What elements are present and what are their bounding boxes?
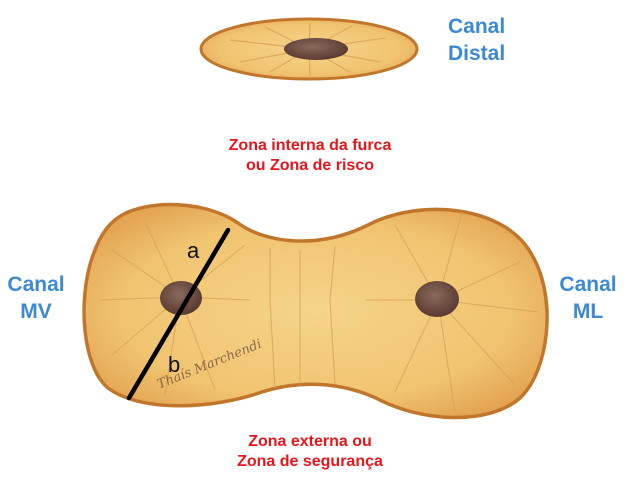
measurement-line (126, 227, 231, 401)
internal-zone-label: Zona interna da furca ou Zona de risco (228, 137, 392, 175)
canal-ml-label: Canal ML (559, 273, 617, 323)
segment-b-label: b (168, 352, 181, 377)
distal-canal (284, 38, 348, 60)
ml-canal (415, 281, 459, 317)
canal-mv-label: Canal MV (7, 273, 65, 323)
mesial-root-section (82, 202, 549, 420)
canal-distal-label: Canal Distal (448, 15, 506, 65)
distal-root-section (199, 17, 419, 81)
external-zone-label: Zona externa ou Zona de segurança (237, 433, 383, 471)
segment-a-label: a (187, 238, 200, 263)
